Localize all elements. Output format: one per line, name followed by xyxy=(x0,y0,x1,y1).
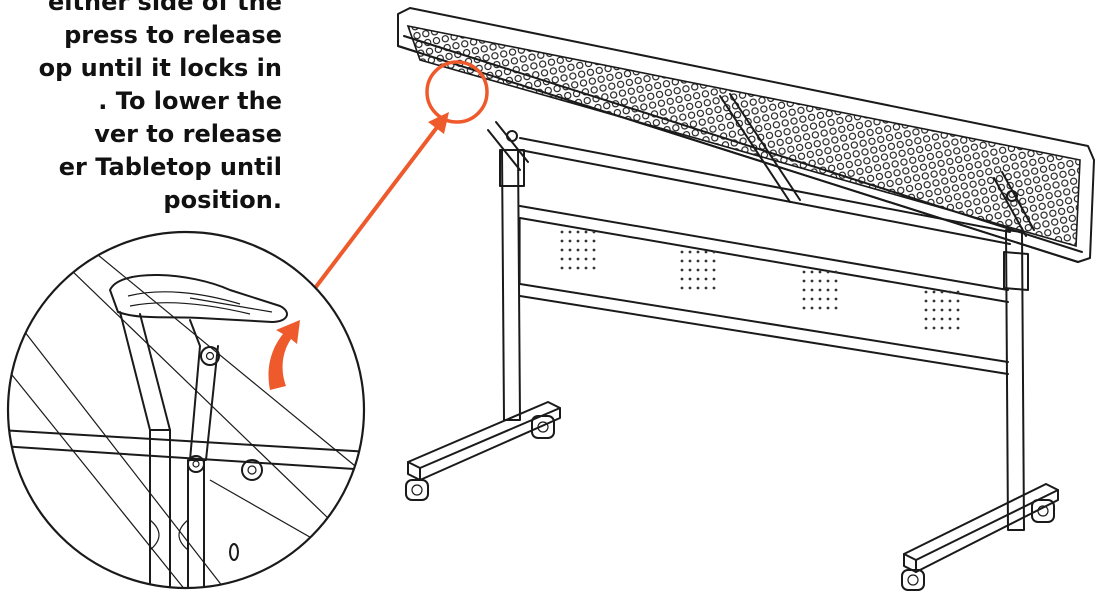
instruction-line: er Tabletop until xyxy=(58,153,282,181)
left-caster-front xyxy=(405,479,429,501)
instruction-line: op until it locks in xyxy=(38,54,282,82)
rotate-up-arrow-icon xyxy=(268,320,300,390)
left-foot xyxy=(407,401,561,481)
instruction-line: either side of the xyxy=(48,0,282,16)
right-caster-front xyxy=(901,569,925,591)
instruction-line: press to release xyxy=(64,21,282,49)
instruction-line: ver to release xyxy=(94,120,282,148)
right-foot xyxy=(903,483,1059,573)
right-caster-back xyxy=(1031,499,1055,523)
right-leg xyxy=(993,171,1035,531)
left-caster-back xyxy=(531,415,555,439)
left-leg xyxy=(487,121,529,421)
instruction-line: . To lower the xyxy=(98,87,282,115)
modesty-panel xyxy=(519,205,1009,375)
instruction-line: position. xyxy=(163,186,282,214)
tabletop xyxy=(397,7,1095,263)
pointer-arrow-icon xyxy=(304,112,449,302)
instruction-text: either side of the press to release op u… xyxy=(12,0,282,217)
zoom-detail xyxy=(6,230,366,590)
release-lever-highlight xyxy=(425,60,489,124)
tabletop-grate xyxy=(406,24,1081,248)
